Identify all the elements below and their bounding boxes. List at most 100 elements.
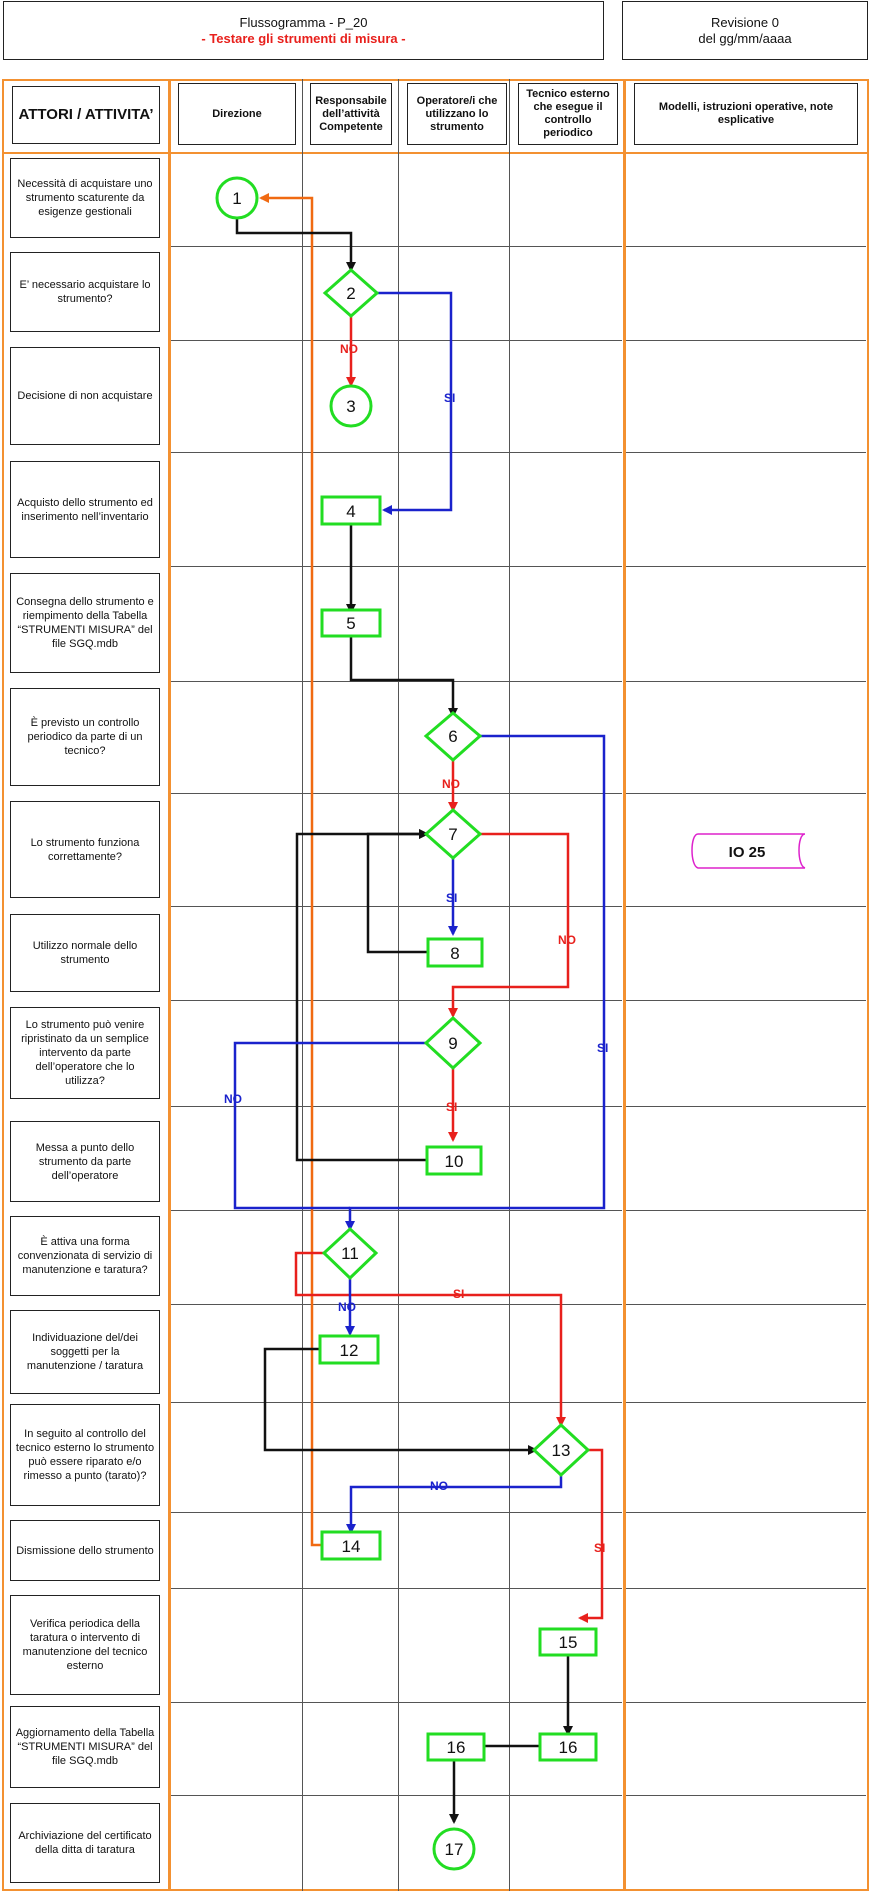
note-io25-label: IO 25 <box>729 844 766 861</box>
edge-12-to-13 <box>263 1347 538 1455</box>
row-divider <box>626 793 866 794</box>
row-divider <box>171 1795 622 1796</box>
label-no: NO <box>338 1300 356 1314</box>
row-divider <box>171 1304 622 1305</box>
decision-node-11 <box>321 1226 379 1281</box>
decision-node-7 <box>423 807 483 861</box>
row-divider <box>626 1588 866 1589</box>
process-node-5 <box>320 608 382 638</box>
header-operatore: Operatore/i che utilizzano lo strumento <box>407 83 507 145</box>
activity-1: Necessità di acquistare uno strumento sc… <box>10 158 160 238</box>
flowchart-frame <box>2 79 869 1891</box>
page-title: Flussogramma - P_20 <box>239 14 368 30</box>
row-divider <box>626 1795 866 1796</box>
node-label-15: 15 <box>559 1633 578 1652</box>
node-label-12: 12 <box>340 1341 359 1360</box>
row-divider <box>626 681 866 682</box>
process-node-10 <box>425 1145 483 1176</box>
decision-node-13 <box>531 1422 591 1478</box>
edge-13-to-14-no <box>346 1475 563 1534</box>
label-no: NO <box>340 342 358 356</box>
row-divider <box>626 1304 866 1305</box>
revision-box: Revisione 0 del gg/mm/aaaa <box>622 1 868 60</box>
edge-11-to-13-si <box>294 1251 566 1427</box>
row-divider <box>171 1702 622 1703</box>
row-divider <box>171 340 622 341</box>
row-divider <box>626 1210 866 1211</box>
activity-17: Archiviazione del certificato della ditt… <box>10 1803 160 1883</box>
node-labels: 1 2 3 4 5 6 7 8 9 10 11 12 13 14 15 16 1… <box>232 189 577 1859</box>
node-label-10: 10 <box>445 1152 464 1171</box>
node-label-5: 5 <box>346 614 355 633</box>
edge-14-to-1 <box>259 193 322 1547</box>
edge-6-to-11-si <box>345 734 606 1231</box>
header-row-divider <box>2 152 869 154</box>
edge-8-to-7 <box>366 829 429 954</box>
header-modelli: Modelli, istruzioni operative, note espl… <box>634 83 858 145</box>
label-no: NO <box>442 777 460 791</box>
row-divider <box>171 1512 622 1513</box>
edge-2-to-4-si <box>377 291 453 515</box>
label-no: NO <box>558 933 576 947</box>
process-node-8 <box>426 937 484 968</box>
label-si: SI <box>594 1541 605 1555</box>
page-subtitle: - Testare gli strumenti di misura - <box>201 30 406 46</box>
row-divider <box>171 1106 622 1107</box>
label-si: SI <box>446 891 457 905</box>
label-no: NO <box>430 1479 448 1493</box>
node-label-8: 8 <box>450 944 459 963</box>
activity-9: Lo strumento può venire ripristinato da … <box>10 1007 160 1099</box>
activity-15: Verifica periodica della taratura o inte… <box>10 1595 160 1695</box>
node-label-16b: 16 <box>559 1738 578 1757</box>
process-node-15 <box>538 1627 598 1657</box>
row-divider <box>626 906 866 907</box>
row-divider <box>626 1106 866 1107</box>
row-divider <box>171 1402 622 1403</box>
decision-node-6 <box>423 711 483 763</box>
edge-9-to-11-no <box>233 1041 426 1210</box>
activity-16: Aggiornamento della Tabella “STRUMENTI M… <box>10 1706 160 1788</box>
activity-3: Decisione di non acquistare <box>10 347 160 445</box>
node-label-2: 2 <box>346 284 355 303</box>
decision-node-9 <box>423 1015 483 1071</box>
row-divider <box>626 1512 866 1513</box>
edge-1-to-2 <box>235 217 356 272</box>
activity-6: È previsto un controllo periodico da par… <box>10 688 160 786</box>
row-divider <box>626 246 866 247</box>
edge-10-to-7 <box>295 829 429 1162</box>
process-node-16-tecnico <box>538 1732 598 1762</box>
col-divider-2 <box>398 79 399 1891</box>
row-divider <box>626 1000 866 1001</box>
revision-label: Revisione 0 <box>711 14 779 30</box>
row-divider <box>171 246 622 247</box>
row-divider <box>171 566 622 567</box>
header-actors: ATTORI / ATTIVITA’ <box>12 86 160 144</box>
process-node-14 <box>320 1530 382 1561</box>
label-si: SI <box>597 1041 608 1055</box>
row-divider <box>626 452 866 453</box>
row-divider <box>626 1702 866 1703</box>
row-divider <box>171 906 622 907</box>
row-divider <box>171 1000 622 1001</box>
notes-column-divider <box>623 79 626 1891</box>
activity-14: Dismissione dello strumento <box>10 1520 160 1581</box>
edge-13-to-15-si <box>578 1448 604 1623</box>
header-responsabile: Responsabile dell’attività Competente <box>310 83 392 145</box>
row-divider <box>626 1402 866 1403</box>
activity-12: Individuazione del/dei soggetti per la m… <box>10 1310 160 1394</box>
note-io25: IO 25 <box>691 833 806 869</box>
activity-10: Messa a punto dello strumento da parte d… <box>10 1121 160 1202</box>
edge-7-to-9-no <box>448 832 570 1018</box>
row-divider <box>171 793 622 794</box>
node-label-1: 1 <box>232 189 241 208</box>
node-label-11: 11 <box>341 1244 359 1263</box>
node-label-14: 14 <box>342 1537 361 1556</box>
node-label-16a: 16 <box>447 1738 466 1757</box>
label-si: SI <box>453 1287 464 1301</box>
row-divider <box>171 1210 622 1211</box>
edge-labels: NO SI NO SI NO SI NO SI SI NO NO SI <box>224 342 608 1555</box>
label-si: SI <box>444 391 455 405</box>
activity-11: È attiva una forma convenzionata di serv… <box>10 1216 160 1296</box>
col-divider-3 <box>509 79 510 1891</box>
